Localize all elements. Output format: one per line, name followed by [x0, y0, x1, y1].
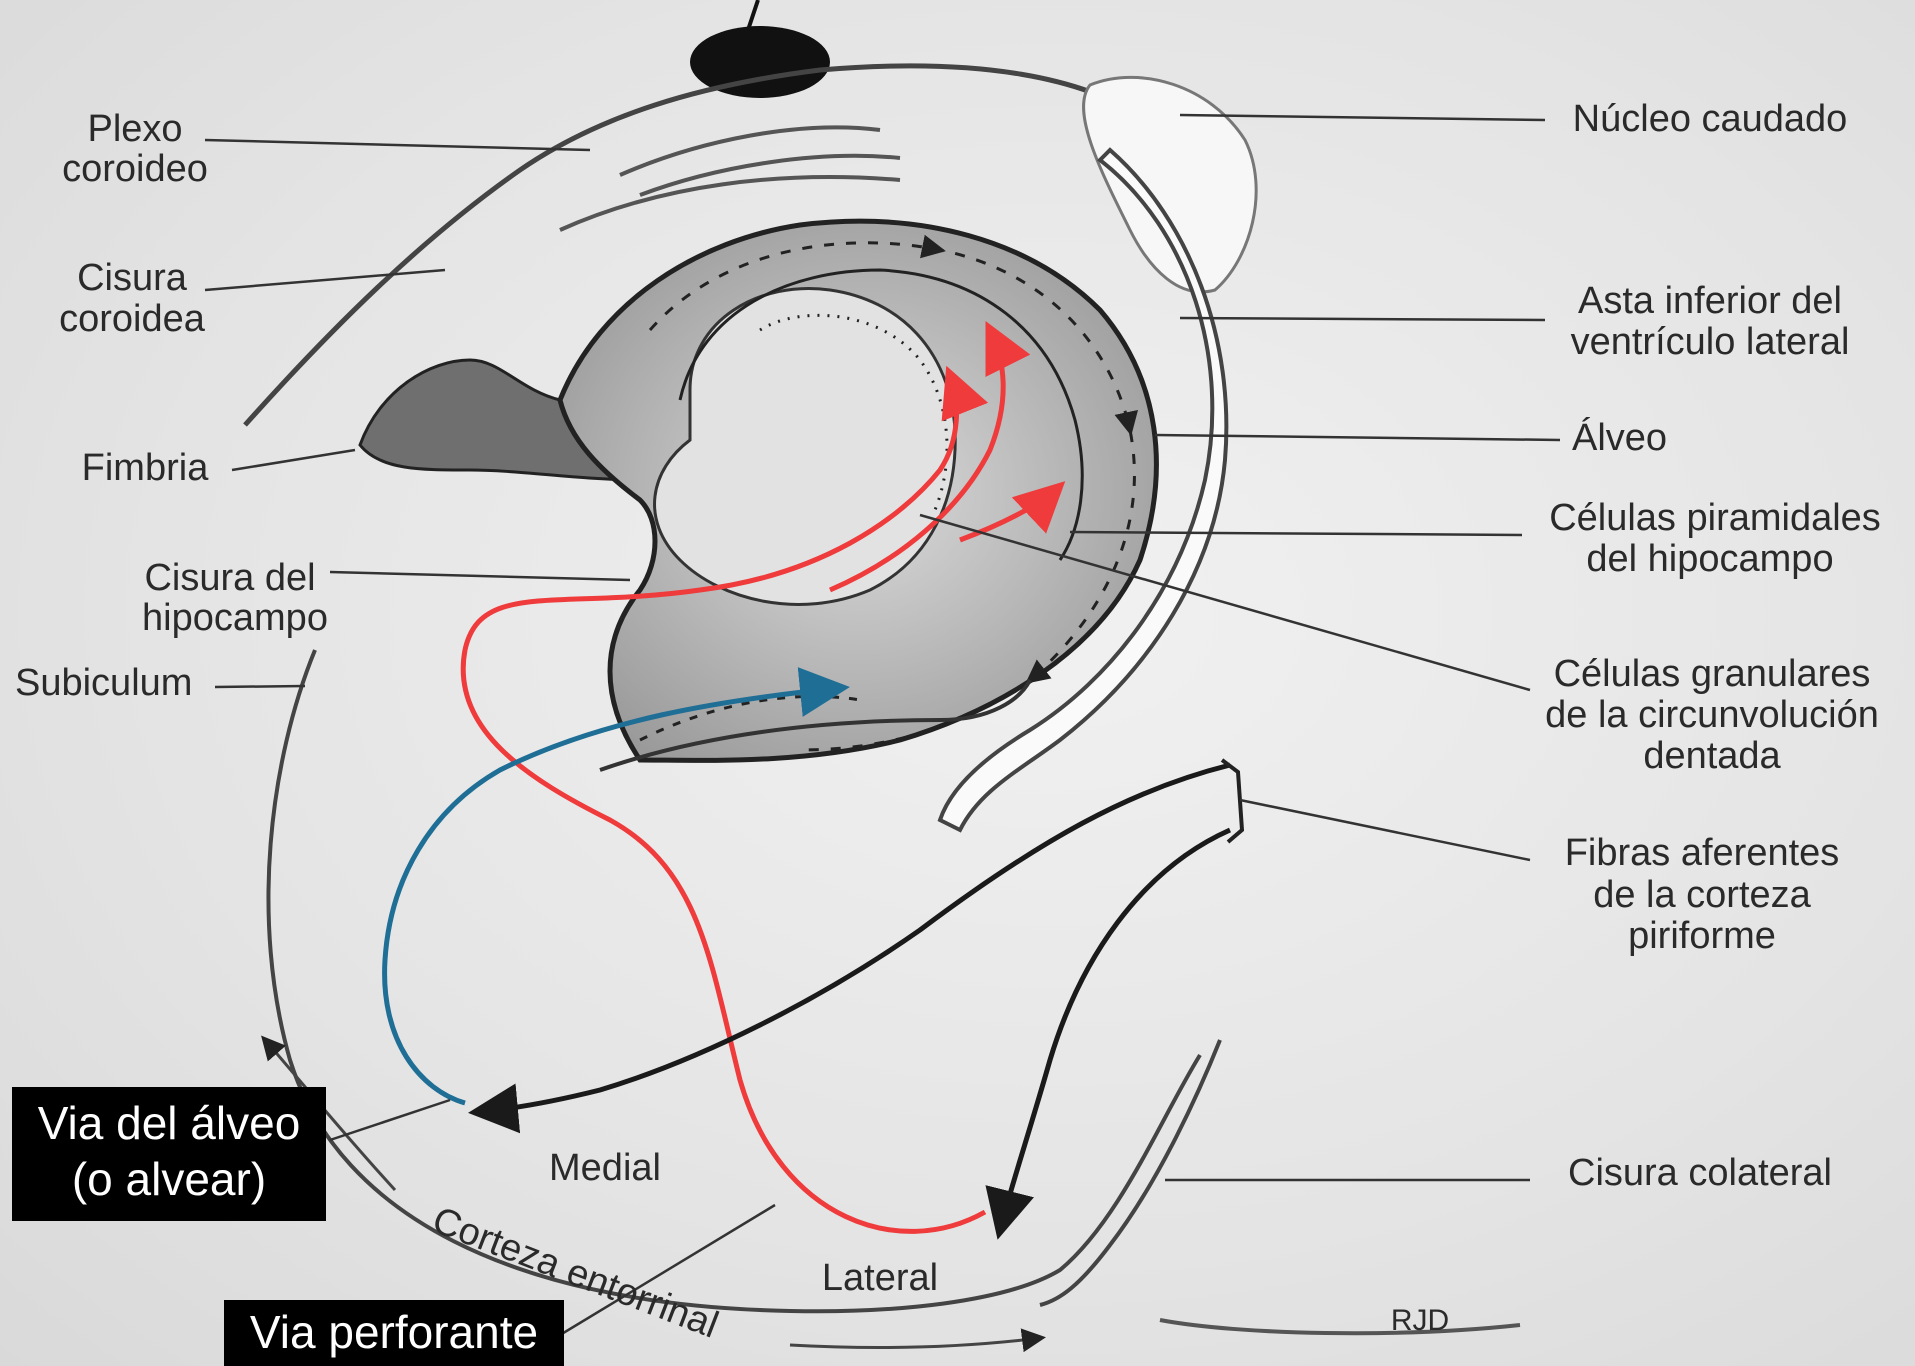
callout-via-perforante-text: Via perforante: [224, 1304, 564, 1360]
label-asta-line2: ventrículo lateral: [1571, 321, 1850, 363]
label-granulares-line2: de la circunvolución: [1545, 694, 1879, 736]
label-piramidales-line1: Células piramidales: [1549, 497, 1881, 539]
label-cisura-coroidea-line2: coroidea: [59, 298, 206, 340]
label-cisura-hipocampo-line1: Cisura del: [144, 557, 315, 599]
label-fimbria: Fimbria: [82, 447, 210, 489]
label-cisura-colateral: Cisura colateral: [1568, 1152, 1832, 1194]
label-asta-line1: Asta inferior del: [1578, 280, 1842, 322]
plexus-stalk: [748, 0, 758, 30]
callout-via-perforante: Via perforante: [224, 1300, 564, 1366]
label-fibras-line1: Fibras aferentes: [1565, 832, 1840, 874]
afferent-fibers-2: [1000, 830, 1230, 1230]
callout-via-alveo-line1: Via del álveo: [12, 1095, 326, 1151]
label-cisura-hipocampo-line2: hipocampo: [142, 597, 328, 639]
caudate-nucleus: [1084, 77, 1257, 292]
label-plexo-line1: Plexo: [87, 108, 182, 150]
label-piramidales-line2: del hipocampo: [1586, 538, 1833, 580]
lateral-orientation-arrow: [790, 1338, 1040, 1348]
label-fibras-line3: piriforme: [1628, 915, 1776, 957]
plexus-folds: [560, 127, 900, 230]
label-lateral: Lateral: [822, 1257, 938, 1299]
callout-via-alveo-line2: (o alvear): [12, 1151, 326, 1207]
label-granulares-line1: Células granulares: [1554, 653, 1871, 695]
label-plexo-line2: coroideo: [62, 148, 208, 190]
bottom-contour: [1160, 1320, 1520, 1333]
label-medial: Medial: [549, 1147, 661, 1189]
label-alveo: Álveo: [1572, 416, 1667, 459]
label-subiculum: Subiculum: [15, 662, 192, 704]
afferent-fibers-1: [478, 765, 1230, 1112]
callout-via-alveo: Via del álveo (o alvear): [12, 1087, 326, 1221]
label-granulares-line3: dentada: [1643, 735, 1781, 777]
label-fibras-line2: de la corteza: [1593, 874, 1811, 916]
artist-signature: RJD: [1391, 1304, 1449, 1337]
label-cisura-coroidea-line1: Cisura: [77, 257, 188, 299]
label-nucleo-caudado: Núcleo caudado: [1573, 98, 1848, 140]
